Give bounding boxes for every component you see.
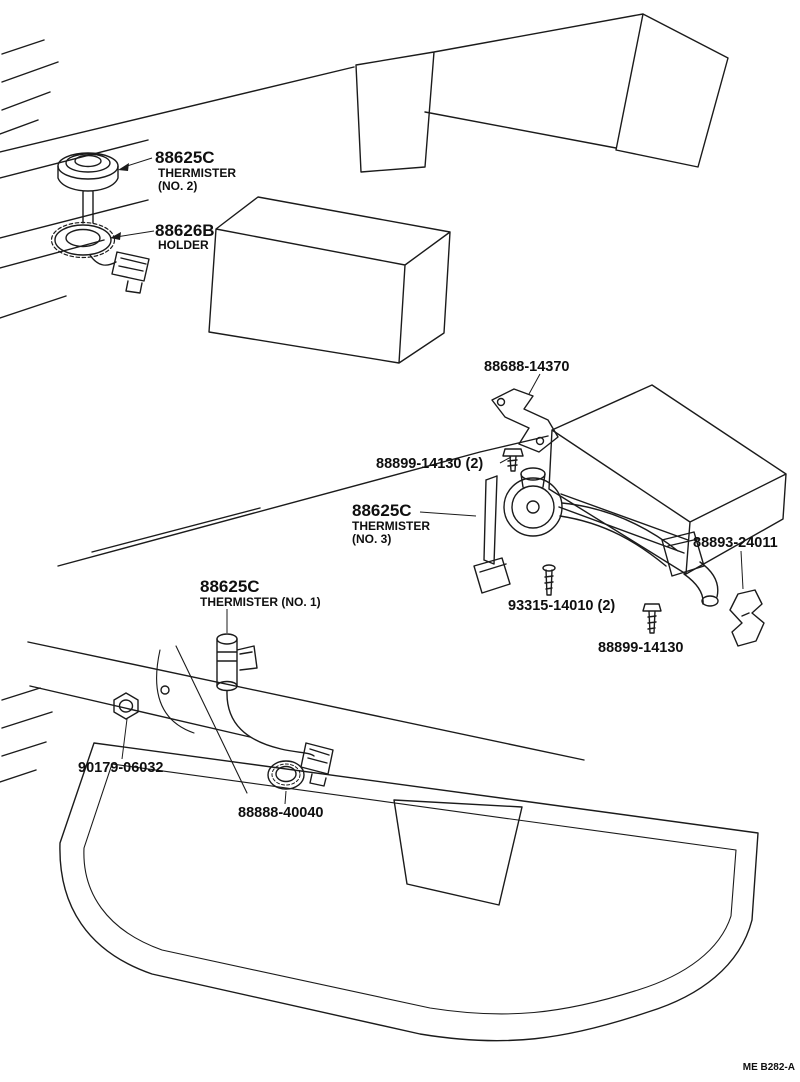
center-box-art <box>208 196 451 364</box>
bracket-art <box>491 388 559 453</box>
label-clip-part: 88893-24011 <box>693 535 778 551</box>
label-thermister3-name: THERMISTER <box>352 519 430 533</box>
label-screw-pair-part: 88899-14130 (2) <box>376 456 483 472</box>
leader-lines <box>110 157 744 805</box>
figure-code: ME B282-A <box>743 1062 795 1073</box>
label-holder-part: 88626B <box>155 221 215 240</box>
label-thermister2-no: (NO. 2) <box>158 179 197 193</box>
leader-bracket <box>528 373 541 395</box>
hose-end-icon <box>701 595 719 607</box>
body-lines-art <box>156 645 248 794</box>
label-thermister1-part: 88625C <box>200 577 260 596</box>
screw-pair-art <box>502 448 524 472</box>
label-thermister1-name: THERMISTER (NO. 1) <box>200 595 321 609</box>
thermister-no1-art <box>216 633 334 787</box>
leader-holder <box>115 230 155 238</box>
label-thermister2-part: 88625C <box>155 148 215 167</box>
bumper-opening-art <box>393 799 523 906</box>
bracket-hole-icon <box>535 436 545 446</box>
top-hatch-lines-art <box>0 39 59 135</box>
lower-hatch-lines-art <box>0 687 53 783</box>
arrowhead-icon <box>118 163 129 171</box>
label-thermister3-part: 88625C <box>352 501 412 520</box>
instrument-panel-art <box>0 13 729 319</box>
leader-grommet <box>284 790 287 805</box>
label-bracket-part: 88688-14370 <box>484 359 569 375</box>
label-thermister2-name: THERMISTER <box>158 166 236 180</box>
leader-nut <box>121 718 128 760</box>
label-holder-name: HOLDER <box>158 238 209 252</box>
screw-93315-art <box>542 564 556 596</box>
right-box-art <box>548 384 787 575</box>
bumper-art <box>59 742 759 1042</box>
grommet-art <box>267 760 305 790</box>
diagram-line-art <box>0 13 787 1042</box>
label-screw-single-part: 88899-14130 <box>598 640 683 656</box>
nut-art <box>113 692 139 720</box>
label-grommet-part: 88888-40040 <box>238 805 323 821</box>
bracket-hole-icon <box>496 397 506 407</box>
label-screw-pump-part: 93315-14010 (2) <box>508 598 615 614</box>
valance-lines-art <box>27 641 585 761</box>
leader-screw-pair <box>499 456 512 464</box>
part-labels: 88625C THERMISTER (NO. 2) 88626B HOLDER … <box>78 148 795 1073</box>
leader-clip <box>740 550 744 590</box>
screw-88899-art <box>642 603 662 634</box>
thermister-no2-art <box>57 152 119 224</box>
thermister-no3-assembly-art <box>473 467 719 607</box>
label-thermister3-no: (NO. 3) <box>352 532 391 546</box>
arrowhead-icon <box>110 232 121 240</box>
label-nut-part: 90179-06032 <box>78 760 163 776</box>
leader-thermister3 <box>419 511 477 517</box>
holder-art <box>50 221 150 294</box>
panel-hole-icon <box>160 685 170 695</box>
clip-art <box>729 589 765 647</box>
